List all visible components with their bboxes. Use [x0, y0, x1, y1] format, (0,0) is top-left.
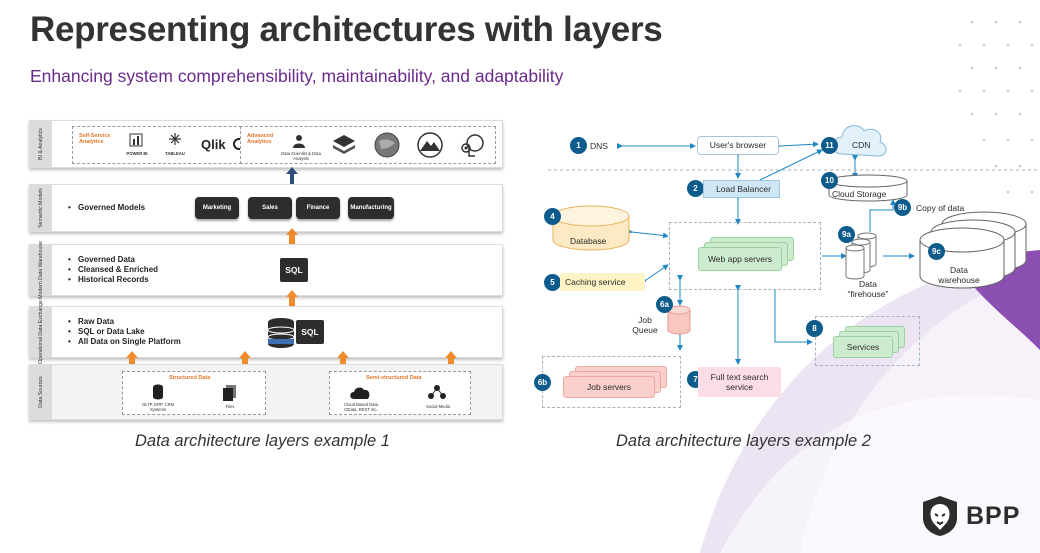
power-bi-label: POWER BI [126, 151, 148, 156]
ai-head-icon [461, 134, 484, 157]
layer-label: BI & Analytics [30, 121, 52, 167]
database-icon [153, 384, 163, 400]
slide-subtitle: Enhancing system comprehensibility, main… [30, 66, 564, 86]
exchange-item: Raw Data [68, 317, 181, 327]
job-queue-icon [667, 305, 691, 335]
node-number-6a: 6a [656, 296, 673, 313]
warehouse-item: Governed Data [68, 255, 158, 265]
bpp-lion-logo-icon [923, 496, 957, 536]
orange-up-arrow [286, 228, 298, 244]
globe-icon [374, 132, 400, 158]
power-bi-icon [129, 133, 143, 147]
web-app-servers[interactable]: Web app servers [698, 247, 782, 271]
layer-label: Operational Data Exchange [30, 300, 52, 364]
warehouse-item: Cleansed & Enriched [68, 265, 158, 275]
data-warehouse-disks-icon [919, 211, 1027, 289]
cloud-data-label: Cloud Based Data OData, REST etc. [344, 402, 378, 412]
advanced-analytics-title: Advanced Analytics [247, 133, 274, 145]
caching-service-node[interactable]: Caching service [560, 273, 645, 291]
job-queue-label[interactable]: Job Queue [632, 315, 658, 335]
self-service-title: Self-Service Analytics [79, 133, 111, 145]
slide-title: Representing architectures with layers [30, 10, 663, 49]
pill-marketing: Marketing [195, 197, 239, 219]
sql-badge: SQL [280, 258, 308, 282]
semantic-item: Governed Models [68, 203, 145, 213]
web-servers-zone [669, 222, 821, 290]
layer-modern-data-warehouse: Modern Data Warehouse Governed Data Clea… [29, 241, 503, 299]
firehose-cylinders-icon [845, 232, 877, 280]
cloud-storage-label[interactable]: Cloud Storage [832, 189, 887, 199]
warehouse-items: Governed Data Cleansed & Enriched Histor… [68, 255, 158, 285]
social-media-label: Social Media [426, 404, 450, 409]
social-media-icon [428, 385, 446, 399]
layer-operational-data-exchange: Operational Data Exchange Raw Data SQL o… [29, 300, 503, 364]
bpp-logo-text: BPP [966, 502, 1021, 530]
layer-bi-analytics: BI & Analytics Self-Service Analytics PO… [29, 120, 503, 168]
pill-sales: Sales [248, 197, 292, 219]
services-zone [815, 316, 920, 366]
layers-diagram-1: BI & Analytics Self-Service Analytics PO… [29, 120, 503, 420]
layer-label: Data Sources [30, 365, 52, 419]
qlik-logo: Qlik [201, 137, 226, 152]
node-number-9c: 9c [928, 243, 945, 260]
semantic-items: Governed Models [68, 203, 145, 213]
data-scientist-icon [293, 135, 305, 148]
node-number-9a: 9a [838, 226, 855, 243]
exchange-items: Raw Data SQL or Data Lake All Data on Si… [68, 317, 181, 347]
structured-data-box: Structured Data OLTP, ERP, CRM Systems F… [122, 371, 266, 415]
node-number-2: 2 [687, 180, 704, 197]
services-node[interactable]: Services [833, 336, 893, 358]
full-text-search-node[interactable]: Full text search service [698, 367, 781, 397]
node-number-5: 5 [544, 274, 561, 291]
self-service-box: Self-Service Analytics POWER BI TABLEAU … [72, 126, 262, 164]
sql-badge: SQL [296, 320, 324, 344]
data-warehouse-label[interactable]: Data warehouse [938, 265, 980, 285]
semi-structured-data-title: Semi-structured Data [366, 375, 422, 381]
layer-label: Modern Data Warehouse [30, 241, 52, 299]
database-cylinder-icon [552, 205, 630, 251]
warehouse-item: Historical Records [68, 275, 158, 285]
exchange-item: SQL or Data Lake [68, 327, 181, 337]
node-number-10: 10 [821, 172, 838, 189]
node-number-4: 4 [544, 208, 561, 225]
node-number-1: 1 [570, 137, 587, 154]
layer-label: Semantic Models [30, 185, 52, 231]
files-icon [223, 385, 236, 401]
mountain-icon [417, 132, 443, 158]
layer-semantic-models: Semantic Models Governed Models Marketin… [29, 184, 503, 232]
cdn-label[interactable]: CDN [852, 140, 871, 150]
caption-example-1: Data architecture layers example 1 [135, 432, 390, 450]
caption-example-2: Data architecture layers example 2 [616, 432, 871, 450]
blue-up-arrow [286, 167, 298, 187]
database-stack-icon [267, 318, 295, 348]
node-number-9b: 9b [894, 199, 911, 216]
job-servers-node[interactable]: Job servers [563, 376, 655, 398]
users-browser-node[interactable]: User's browser [697, 136, 779, 155]
layers-icon [333, 135, 355, 154]
data-scientist-label: Data Scientist & Data Analysts [281, 151, 321, 161]
database-label[interactable]: Database [570, 236, 607, 246]
advanced-analytics-box: Advanced Analytics Data Scientist & Data… [240, 126, 496, 164]
node-number-8: 8 [806, 320, 823, 337]
pill-finance: Finance [296, 197, 340, 219]
semi-structured-data-box: Semi-structured Data Cloud Based Data OD… [329, 371, 471, 415]
pill-manufacturing: Manufacturing [348, 197, 394, 219]
exchange-item: All Data on Single Platform [68, 337, 181, 347]
oltp-label: OLTP, ERP, CRM Systems [141, 402, 175, 412]
tableau-icon [169, 133, 181, 145]
node-number-11: 11 [821, 137, 838, 154]
load-balancer-node[interactable]: Load Balancer [703, 180, 780, 198]
dns-label[interactable]: DNS [590, 141, 608, 151]
data-firehouse-label[interactable]: Data “firehouse” [847, 279, 889, 299]
tableau-label: TABLEAU [165, 151, 185, 156]
layer-data-sources: Data Sources Structured Data OLTP, ERP, … [29, 364, 503, 420]
node-number-6b: 6b [534, 374, 551, 391]
cloud-storage-icon [828, 174, 908, 202]
files-label: Files [225, 404, 235, 409]
copy-of-data-label: Copy of data [916, 203, 965, 213]
structured-data-title: Structured Data [169, 375, 211, 381]
orange-up-arrow [286, 290, 298, 306]
cloud-icon [350, 387, 370, 399]
